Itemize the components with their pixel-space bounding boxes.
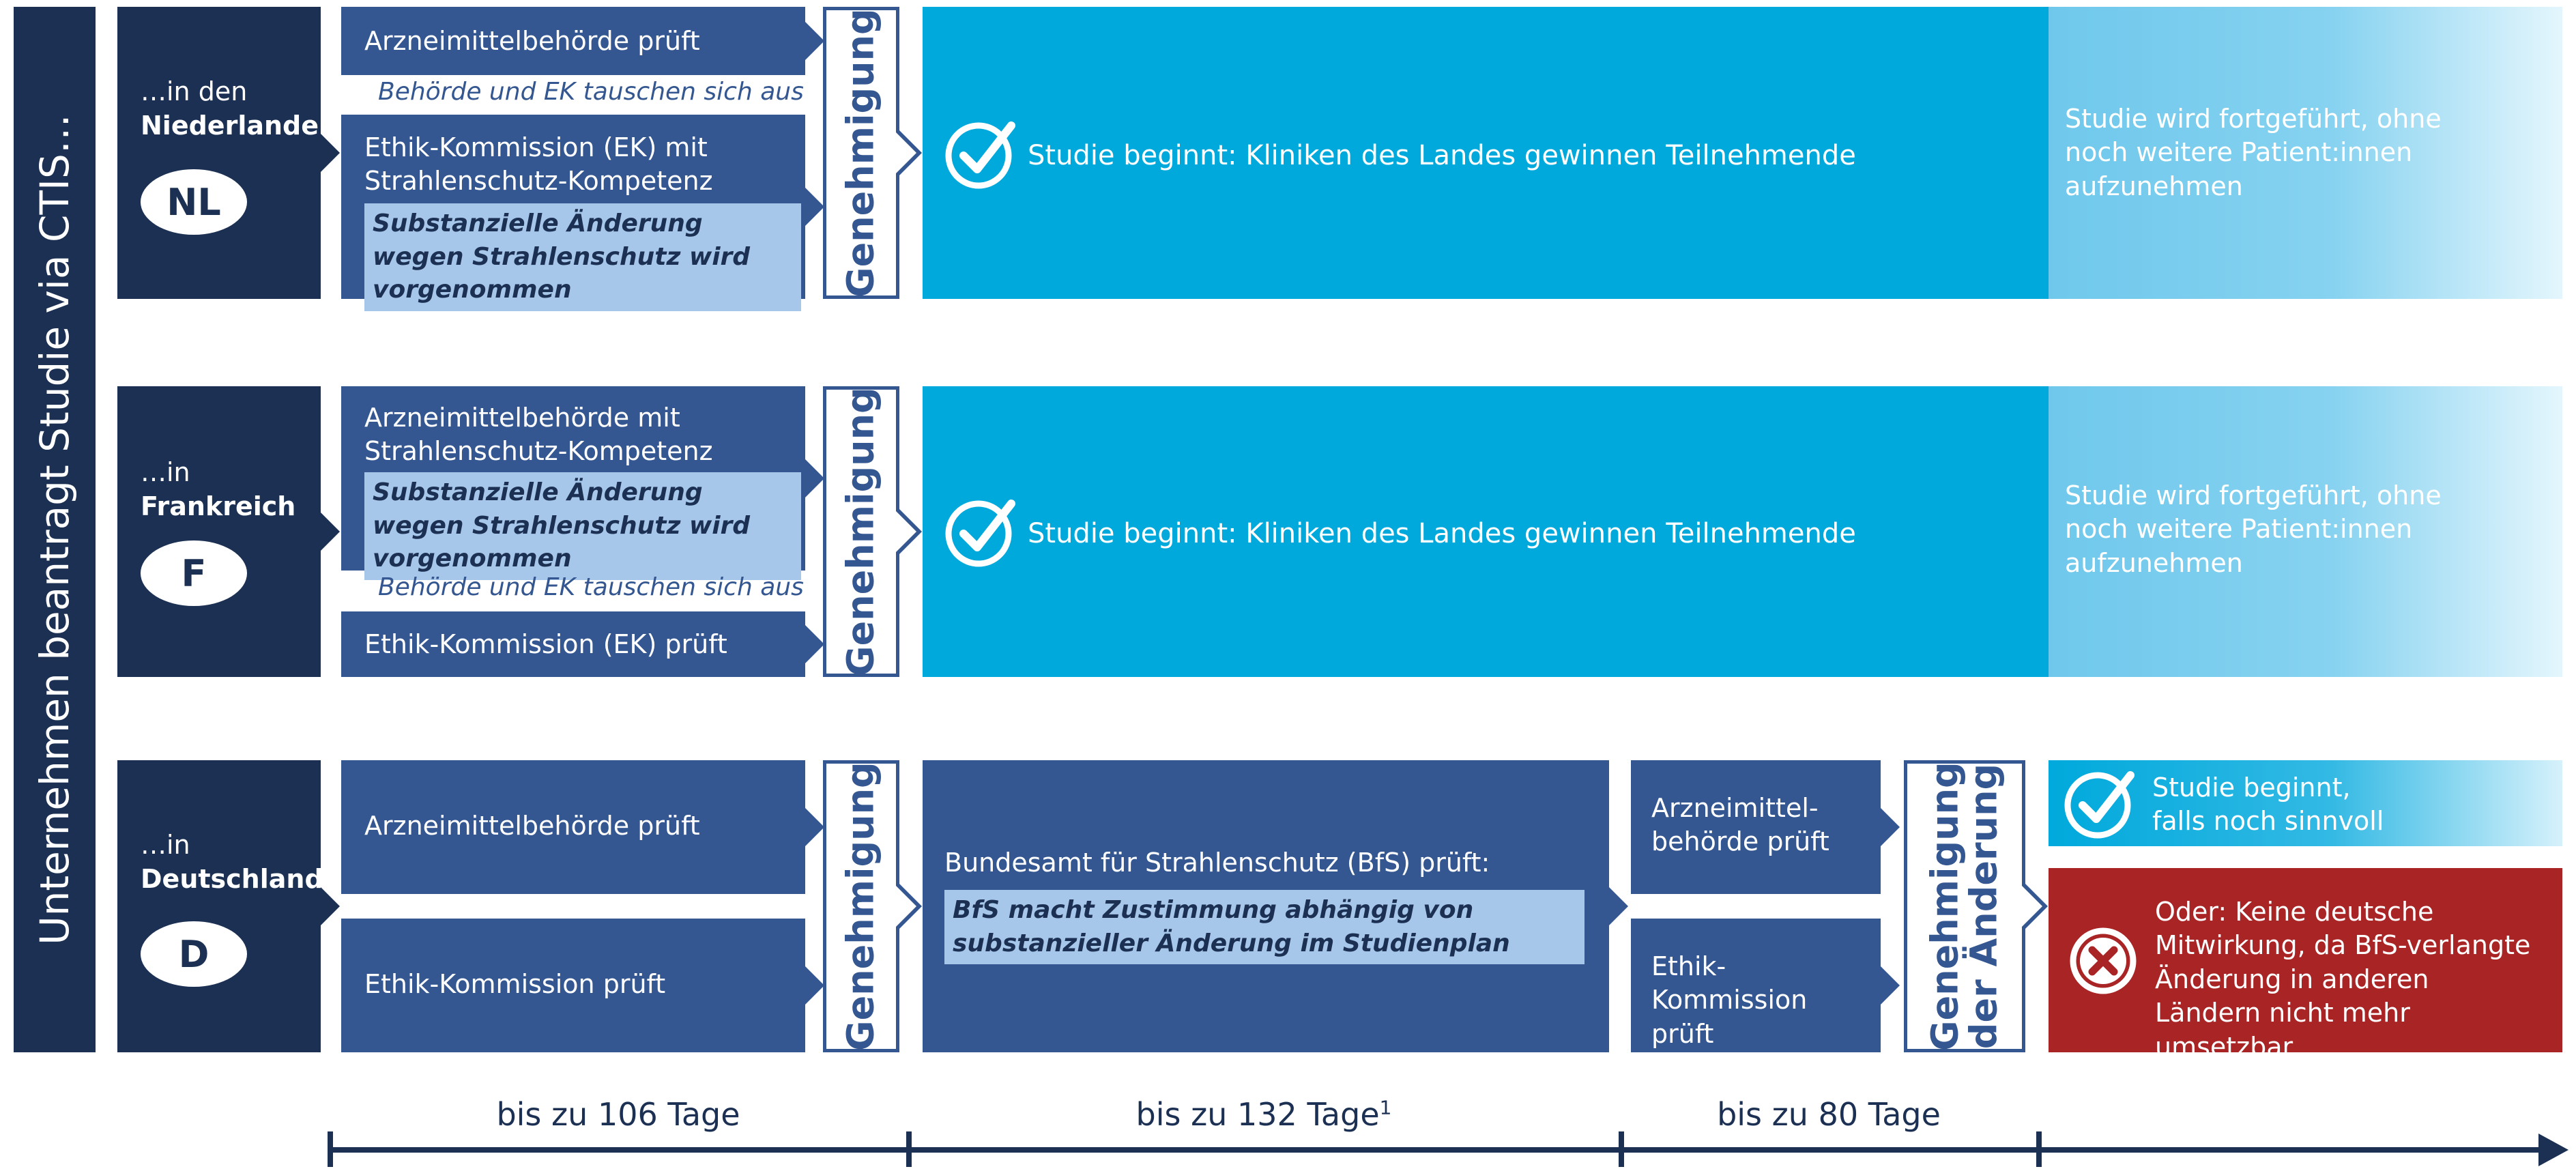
- duration-label-1: bis zu 106 Tage: [496, 1096, 740, 1133]
- fr-ethics-box: Ethik-Kommission (EK) prüft: [341, 611, 805, 677]
- de-approval2-line2: der Änderung: [1962, 763, 2005, 1050]
- de-reject-text: Oder: Keine deutsche Mitwirkung, da BfS-…: [2155, 897, 2531, 1062]
- de-ethics2-text: Ethik-Kommission prüft: [1651, 951, 1808, 1049]
- nl-exchange-text: Behörde und EK tauschen sich aus: [378, 78, 804, 106]
- nl-start-text: Studie beginnt: Kliniken des Landes gewi…: [1028, 140, 1856, 171]
- duration-label-3: bis zu 80 Tage: [1717, 1096, 1941, 1133]
- nl-authority-text: Arzneimittelbehörde prüft: [364, 26, 700, 56]
- duration-label-2: bis zu 132 Tage1: [909, 1096, 1619, 1133]
- fr-approval-label: Genehmigung: [839, 387, 882, 676]
- de-bfs-note: BfS macht Zustimmung abhängig von substa…: [944, 890, 1584, 965]
- fr-start-box: Studie beginnt: Kliniken des Landes gewi…: [923, 386, 2049, 677]
- nl-ethics-box: Ethik-Kommission (EK) mit Strahlenschutz…: [341, 115, 805, 311]
- country-prefix: …in den: [141, 76, 248, 106]
- country-code-badge: D: [141, 921, 247, 987]
- de-bfs-text: Bundesamt für Strahlenschutz (BfS) prüft…: [944, 848, 1490, 878]
- fr-exchange-text: Behörde und EK tauschen sich aus: [378, 573, 804, 601]
- timeline-tick: [906, 1131, 912, 1167]
- de-authority2-text: Arzneimittel-behörde prüft: [1651, 793, 1829, 857]
- fr-continue-text: Studie wird fortgeführt, ohne noch weite…: [2065, 480, 2442, 578]
- fr-continue-box: Studie wird fortgeführt, ohne noch weite…: [2049, 386, 2562, 677]
- de-authority2-box: Arzneimittel-behörde prüft: [1631, 760, 1881, 894]
- timeline-tick: [2036, 1131, 2042, 1167]
- check-circle-icon: [945, 500, 1015, 567]
- country-box-fr: …in Frankreich F: [117, 386, 321, 677]
- fr-authority-box: Arzneimittelbehörde mit Strahlenschutz-K…: [341, 386, 805, 580]
- fr-ethics-text: Ethik-Kommission (EK) prüft: [364, 629, 727, 659]
- de-approval-label: Genehmigung: [839, 762, 882, 1051]
- timeline-axis: [329, 1147, 2540, 1153]
- check-circle-icon: [2064, 771, 2134, 839]
- footnote-marker: 1: [1379, 1096, 1392, 1119]
- x-circle-icon: [2070, 927, 2137, 994]
- nl-authority-box: Arzneimittelbehörde prüft: [341, 7, 805, 75]
- de-ethics-text: Ethik-Kommission prüft: [364, 969, 666, 999]
- de-approval2-label: Genehmigung der Änderung: [1923, 762, 2005, 1051]
- nl-continue-box: Studie wird fortgeführt, ohne noch weite…: [2049, 7, 2562, 299]
- country-name: Niederlanden: [141, 111, 338, 141]
- de-bfs-box: Bundesamt für Strahlenschutz (BfS) prüft…: [923, 760, 1609, 1052]
- de-approval2-box: Genehmigung der Änderung: [1904, 760, 2025, 1052]
- de-ethics2-box: Ethik-Kommission prüft: [1631, 919, 1881, 1052]
- fr-start-text: Studie beginnt: Kliniken des Landes gewi…: [1028, 518, 1856, 549]
- de-authority-box: Arzneimittelbehörde prüft: [341, 760, 805, 894]
- country-prefix: …in: [141, 457, 190, 487]
- side-bar: Unternehmen beantragt Studie via CTIS…: [14, 7, 96, 1052]
- de-ethics-box: Ethik-Kommission prüft: [341, 919, 805, 1052]
- country-code-badge: F: [141, 540, 247, 606]
- nl-continue-text: Studie wird fortgeführt, ohne noch weite…: [2065, 104, 2442, 201]
- nl-approval-box: Genehmigung: [823, 7, 899, 299]
- country-code-badge: NL: [141, 169, 247, 235]
- de-start-text: Studie beginnt, falls noch sinnvoll: [2152, 773, 2384, 837]
- country-box-nl: …in den Niederlanden NL: [117, 7, 337, 299]
- de-start-box: Studie beginnt, falls noch sinnvoll: [2049, 760, 2562, 846]
- country-name: Frankreich: [141, 491, 296, 521]
- side-label: Unternehmen beantragt Studie via CTIS…: [31, 114, 78, 945]
- de-reject-box: Oder: Keine deutsche Mitwirkung, da BfS-…: [2049, 868, 2562, 1062]
- duration-label-2-text: bis zu 132 Tage: [1135, 1096, 1380, 1133]
- fr-approval-box: Genehmigung: [823, 386, 899, 677]
- de-authority-text: Arzneimittelbehörde prüft: [364, 811, 700, 841]
- de-approval-box: Genehmigung: [823, 760, 899, 1052]
- country-box-de: …in Deutschland D: [117, 760, 323, 1052]
- timeline-tick: [1619, 1131, 1624, 1167]
- timeline-tick: [328, 1131, 333, 1167]
- de-approval2-line1: Genehmigung: [1923, 762, 1967, 1051]
- nl-ethics-text: Ethik-Kommission (EK) mit Strahlenschutz…: [364, 132, 713, 230]
- timeline-arrowhead: [2538, 1134, 2568, 1166]
- nl-change-note: Substanzielle Änderung wegen Strahlensch…: [364, 203, 801, 311]
- country-name: Deutschland: [141, 864, 323, 894]
- nl-start-box: Studie beginnt: Kliniken des Landes gewi…: [923, 7, 2049, 299]
- fr-change-note: Substanzielle Änderung wegen Strahlensch…: [364, 472, 801, 580]
- check-circle-icon: [945, 121, 1015, 189]
- nl-approval-label: Genehmigung: [839, 8, 882, 298]
- country-prefix: …in: [141, 830, 190, 860]
